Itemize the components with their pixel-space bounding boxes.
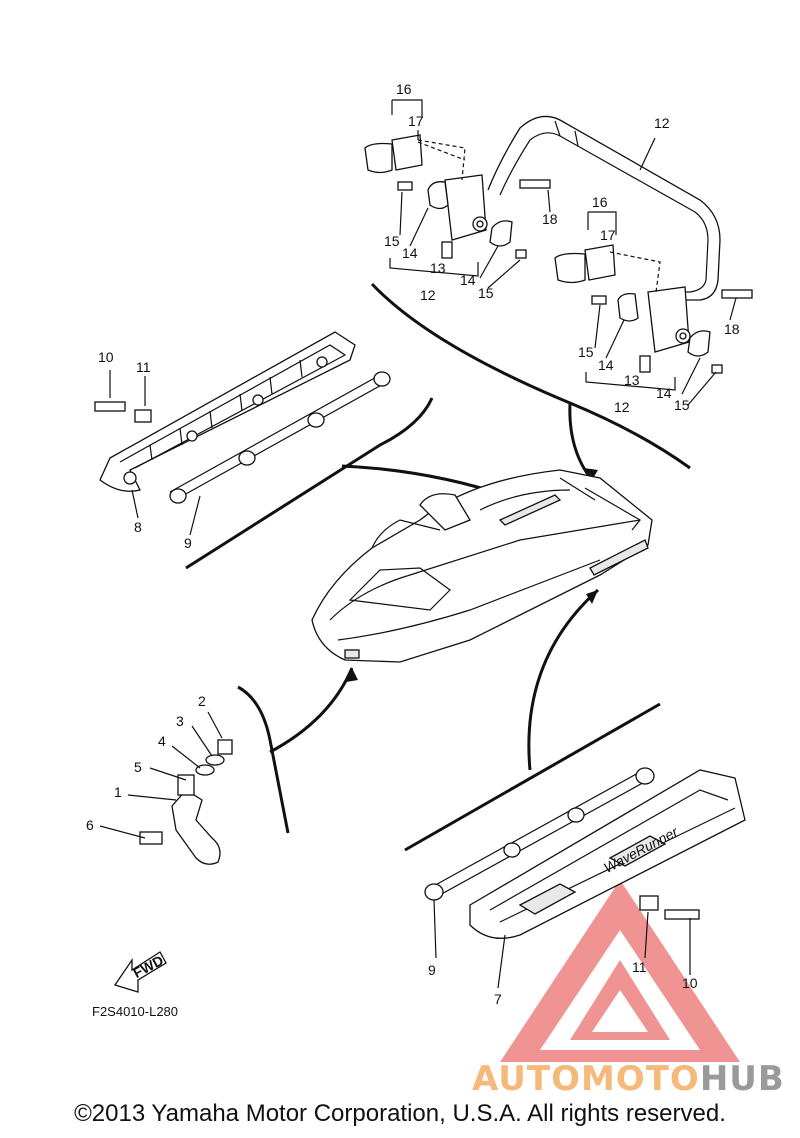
- callout-15: 15: [478, 285, 494, 301]
- callout-14: 14: [598, 357, 614, 373]
- callout-16: 16: [396, 81, 412, 97]
- callout-1: 1: [114, 784, 122, 800]
- watermark-text-hub: HUB: [700, 1059, 785, 1099]
- callout-7: 7: [494, 991, 502, 1007]
- drawing-code: F2S4010-L280: [92, 1004, 178, 1019]
- callout-9: 9: [428, 962, 436, 978]
- callout-10: 10: [98, 349, 114, 365]
- copyright-footer: ©2013 Yamaha Motor Corporation, U.S.A. A…: [74, 1100, 726, 1127]
- svg-text:AUTOMOTOHUB: AUTOMOTOHUB: [472, 1059, 785, 1099]
- connector-arrows: [269, 402, 600, 771]
- callout-12: 12: [614, 399, 630, 415]
- right-deck-rail-assembly: [424, 767, 746, 989]
- callout-6: 6: [86, 817, 94, 833]
- callout-5: 5: [134, 759, 142, 775]
- callout-9: 9: [184, 535, 192, 551]
- watermark-logo-triangle: [500, 880, 740, 1062]
- callout-17: 17: [600, 227, 616, 243]
- callout-12: 12: [654, 115, 670, 131]
- callout-10: 10: [682, 975, 698, 991]
- callout-18: 18: [542, 211, 558, 227]
- callout-15: 15: [578, 344, 594, 360]
- callout-15: 15: [674, 397, 690, 413]
- fwd-label: FWD: [130, 952, 166, 981]
- callout-13: 13: [624, 372, 640, 388]
- tow-hook-assembly: [99, 711, 233, 865]
- callout-12: 12: [420, 287, 436, 303]
- callout-11: 11: [632, 959, 647, 975]
- callout-2: 2: [198, 693, 206, 709]
- left-deck-rail-assembly: [94, 331, 391, 536]
- watermark-text-automoto: AUTOMOTO: [472, 1059, 700, 1099]
- watercraft-illustration: [311, 469, 653, 663]
- callout-14: 14: [402, 245, 418, 261]
- callout-17: 17: [408, 113, 424, 129]
- callout-14: 14: [656, 385, 672, 401]
- callout-18: 18: [724, 321, 740, 337]
- callout-15: 15: [384, 233, 400, 249]
- callout-11: 11: [136, 359, 151, 375]
- callout-8: 8: [134, 519, 142, 535]
- callout-14: 14: [460, 272, 476, 288]
- fwd-direction-arrow: [113, 951, 167, 993]
- group-bracket-lines: [185, 282, 691, 852]
- callout-4: 4: [158, 733, 166, 749]
- callout-13: 13: [430, 260, 446, 276]
- callout-3: 3: [176, 713, 184, 729]
- callout-16: 16: [592, 194, 608, 210]
- reboarding-handle-assembly: [364, 99, 753, 406]
